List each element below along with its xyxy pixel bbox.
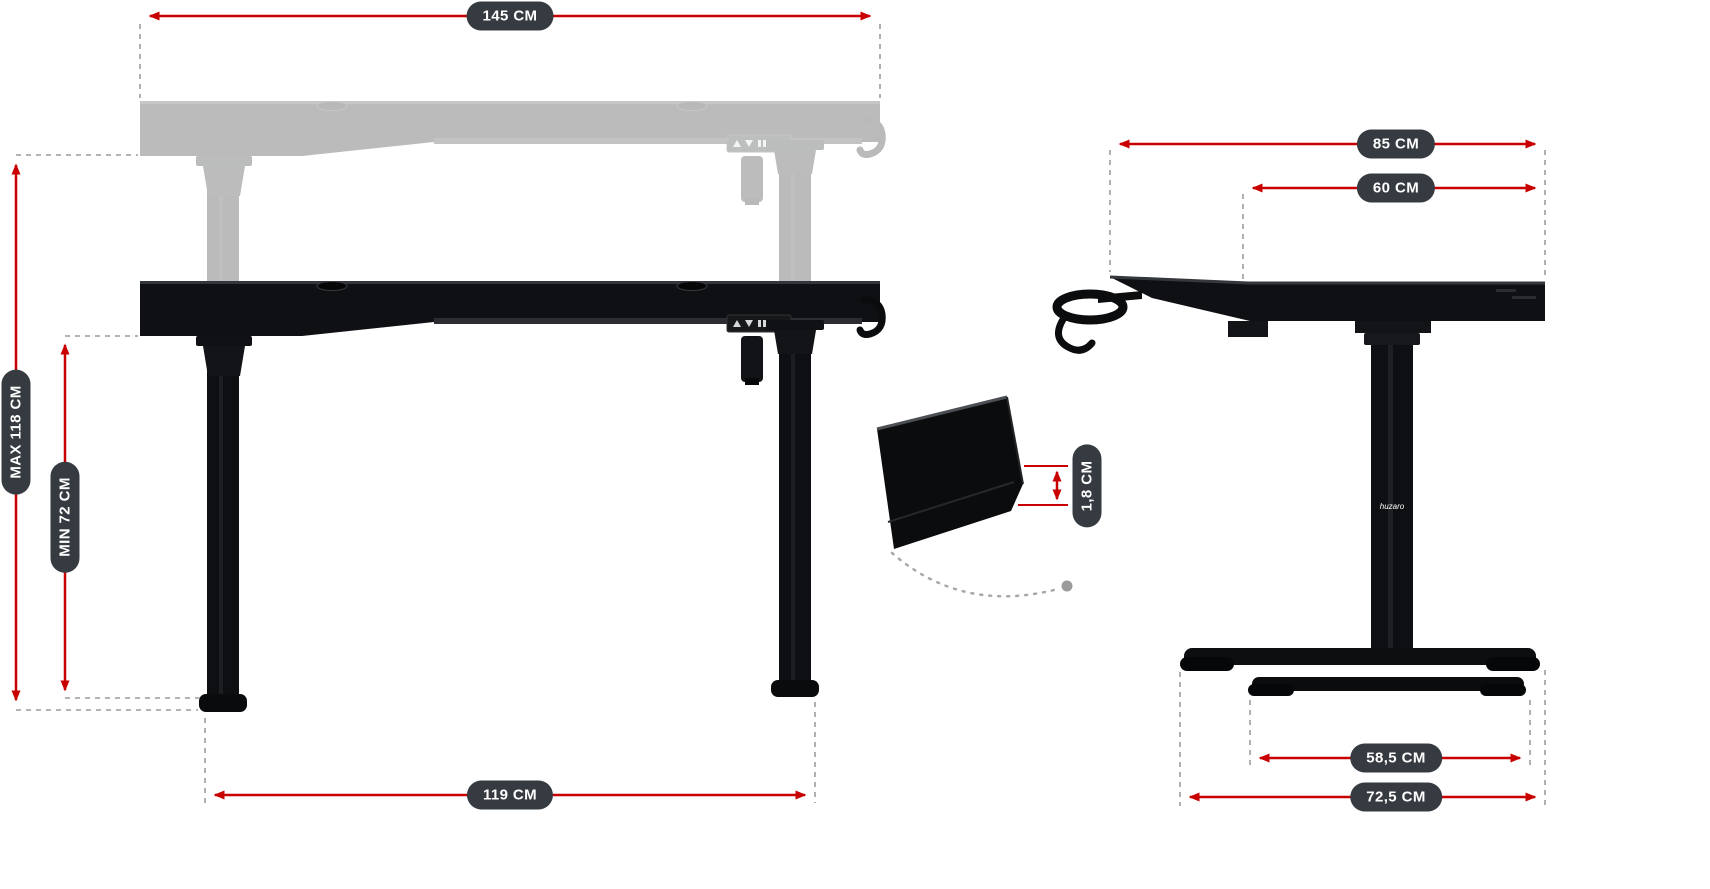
headphone-hook-icon (856, 296, 886, 338)
dimension-label-total-depth: 85 CM (1356, 129, 1436, 159)
dimension-label-thickness: 1,8 CM (1072, 444, 1102, 528)
dimension-label-base-depth: 72,5 CM (1350, 782, 1442, 812)
dimension-label-leg-span: 119 CM (466, 780, 554, 810)
extension-lines (16, 24, 1546, 806)
front-view-desk (140, 281, 886, 712)
left-foot (199, 694, 247, 712)
detail-callout-arc (890, 551, 1060, 598)
desktop-corner-detail (876, 395, 1073, 598)
left-leg (196, 336, 252, 712)
callout-dot (1061, 580, 1073, 592)
desk-column: huzaro (1364, 333, 1420, 663)
right-leg (766, 320, 824, 697)
under-desk-bracket (1228, 321, 1268, 337)
cable-grommet-icon (316, 281, 348, 291)
lift-actuator (741, 336, 763, 385)
right-foot (771, 680, 819, 697)
dimension-label-max-height: MAX 118 CM (1, 369, 31, 495)
column-logo: huzaro (1380, 502, 1405, 511)
dimension-label-top-width: 145 CM (466, 1, 554, 31)
dimension-label-rear-foot: 58,5 CM (1350, 743, 1442, 773)
cable-grommet-icon (676, 281, 708, 291)
cup-holder-icon (1052, 289, 1142, 354)
dimension-label-min-height: MIN 72 CM (50, 461, 80, 573)
rear-foot (1248, 677, 1526, 696)
front-foot (1180, 648, 1540, 671)
dimension-label-desktop-depth: 60 CM (1356, 173, 1436, 203)
side-view-desk: huzaro (1052, 275, 1545, 696)
side-desk-top (1109, 275, 1545, 321)
hanger-hook-icon (1055, 311, 1096, 354)
under-desk-bracket (1355, 321, 1431, 333)
